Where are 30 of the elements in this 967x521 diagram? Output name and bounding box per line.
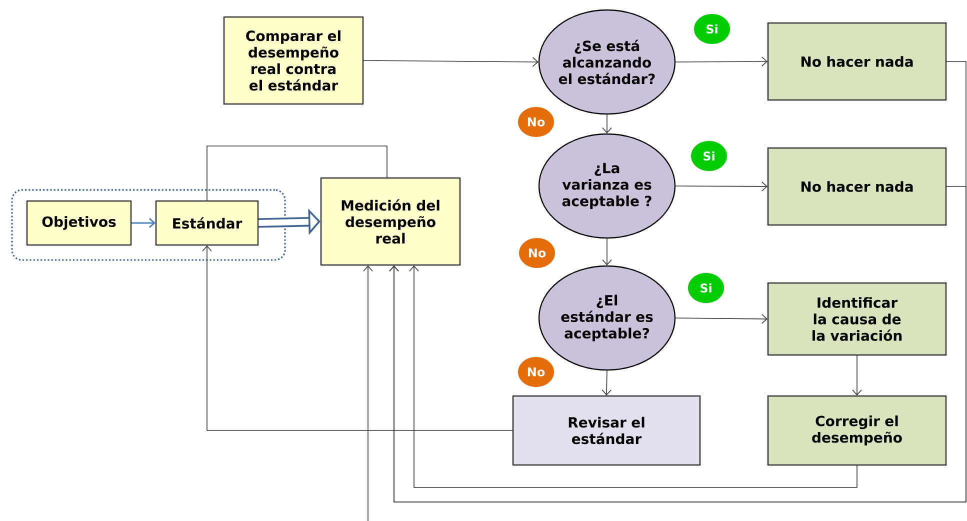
dotted-group-outline: [11, 189, 286, 261]
yes-badge: Si: [688, 272, 724, 303]
arrow: [602, 370, 612, 396]
action-box: Corregir el desempeño: [768, 395, 946, 466]
arrow: [389, 186, 966, 502]
no-badge: No: [518, 106, 554, 137]
connector-line: [206, 146, 388, 201]
arrow: [202, 245, 513, 431]
arrow: [852, 355, 862, 396]
action-box: Identificar la causa de la variación: [768, 282, 946, 356]
no-badge: No: [519, 238, 555, 268]
arrow: [602, 114, 612, 134]
process-box: Medición del desempeño real: [320, 178, 460, 266]
process-box: Objetivos: [26, 200, 132, 246]
process-box: Comparar el desempeño real contra el estándar: [224, 16, 364, 104]
yes-badge: Si: [694, 14, 730, 44]
arrow: [602, 238, 612, 266]
arrow: [363, 57, 538, 67]
process-box: Revisar el estándar: [512, 395, 700, 466]
arrow: [132, 218, 156, 228]
no-badge: No: [518, 356, 554, 387]
yes-badge: Si: [691, 141, 727, 171]
arrow: [409, 265, 858, 488]
arrow: [675, 314, 768, 324]
action-box: No hacer nada: [768, 147, 946, 226]
process-box: Estándar: [156, 200, 258, 246]
arrow: [363, 265, 373, 521]
arrow: [675, 182, 768, 192]
arrow: [675, 56, 768, 66]
action-box: No hacer nada: [768, 22, 946, 100]
